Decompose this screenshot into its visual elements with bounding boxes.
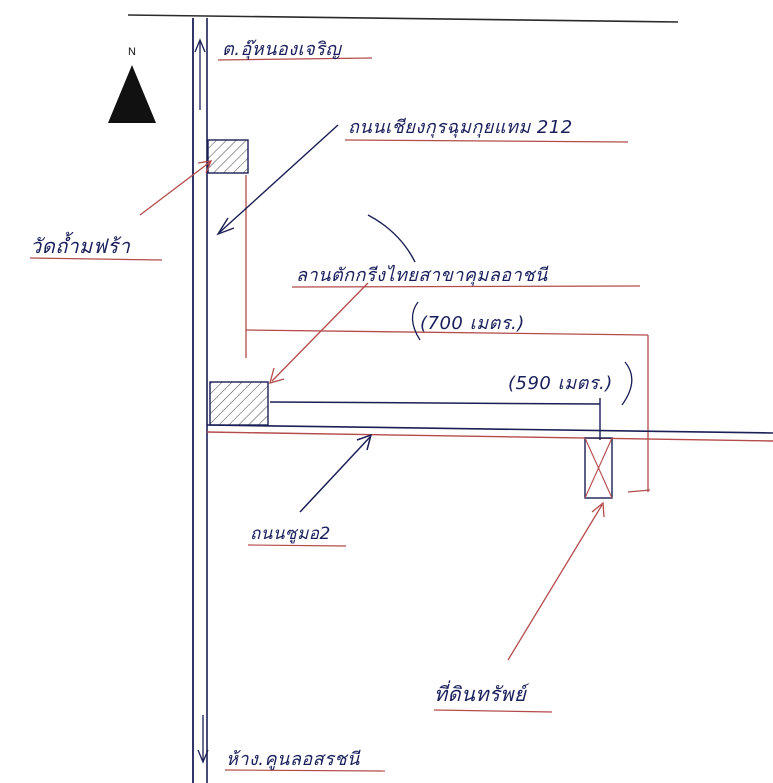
school-building	[209, 381, 269, 426]
underline-temple	[29, 257, 163, 261]
label-side-street: ถนนซูมอ2	[250, 524, 331, 544]
label-bottom-road: ห้าง.คูนลอสรชนี	[226, 749, 360, 770]
pointer-property-head	[591, 501, 605, 518]
main-road-up-arrowhead	[194, 38, 206, 53]
label-main-road: ถนนเชียงกุรฉุมกุยแทม 212	[348, 117, 573, 138]
top-border-line	[127, 14, 679, 23]
temple-building	[207, 139, 249, 174]
underline-school	[291, 285, 641, 288]
pointer-temple-head	[197, 160, 213, 174]
pointer-temple	[139, 161, 211, 216]
label-property: ที่ดินทรัพย์	[434, 682, 527, 706]
main-road-down-arrowhead	[197, 749, 209, 764]
label-school-distance: (700 เมตร.)	[420, 313, 525, 334]
distance-line-to-property	[269, 401, 601, 405]
north-arrow-icon	[108, 65, 156, 123]
property-cross-b	[584, 437, 613, 499]
school-distance-paren-open	[411, 301, 421, 341]
north-label: N	[128, 46, 136, 58]
pointer-school-head	[269, 367, 285, 384]
underline-main-road	[344, 139, 629, 143]
side-road-bottom-edge	[206, 431, 773, 442]
frontage-road-top	[245, 329, 649, 336]
pointer-school	[271, 282, 369, 382]
pointer-main-road	[219, 124, 339, 233]
underline-side-street	[247, 544, 347, 547]
side-road-top-edge	[206, 424, 773, 434]
property-parcel	[584, 437, 613, 499]
pointer-main-road-head	[216, 217, 235, 236]
underline-top-road	[217, 57, 373, 61]
label-target-distance: (590 เมตร.)	[508, 373, 613, 394]
pointer-side-street-head	[356, 433, 373, 451]
underline-bottom-road	[224, 769, 386, 772]
frontage-road-bottom-tick	[627, 489, 651, 493]
pointer-side-street	[299, 436, 371, 513]
label-temple: วัดถ้ำมฟร้า	[30, 234, 131, 258]
label-top-road: ต.อุ๊หนองเจริญ	[222, 39, 342, 60]
school-label-swoosh	[367, 214, 416, 263]
target-distance-paren-close	[621, 361, 633, 406]
pointer-property	[507, 504, 603, 661]
label-school: ลานตักกรีงไทยสาขาคุมลอาชนี	[296, 265, 548, 286]
underline-property	[433, 709, 553, 713]
